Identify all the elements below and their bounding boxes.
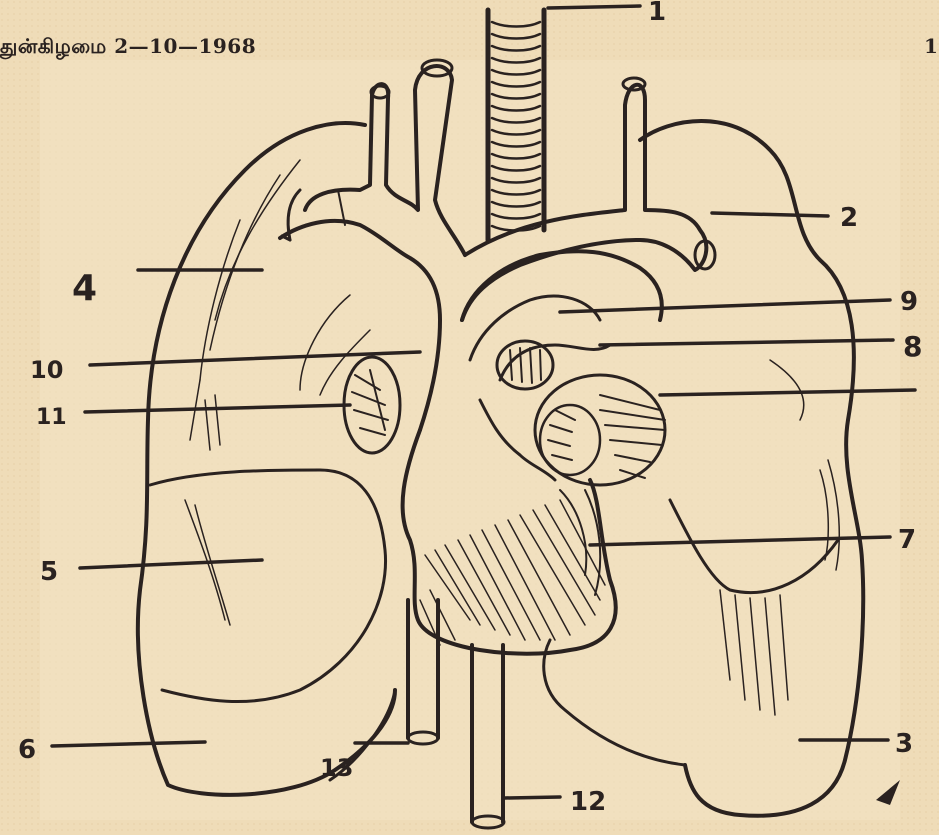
header-page-number: 1 [924, 34, 938, 58]
label-8: 8 [903, 330, 922, 363]
label-9: 9 [900, 287, 918, 317]
label-11: 11 [36, 405, 67, 430]
label-10: 10 [30, 356, 63, 384]
label-4: 4 [72, 268, 97, 309]
label-13: 13 [320, 754, 353, 782]
label-6: 6 [18, 735, 36, 765]
header-date-line: துன்கிழமை 2—10—1968 [0, 34, 256, 61]
label-5: 5 [40, 557, 58, 587]
label-3: 3 [895, 729, 913, 759]
label-7: 7 [898, 525, 916, 555]
label-12: 12 [570, 787, 606, 817]
label-1: 1 [648, 0, 666, 27]
label-2: 2 [840, 203, 858, 233]
